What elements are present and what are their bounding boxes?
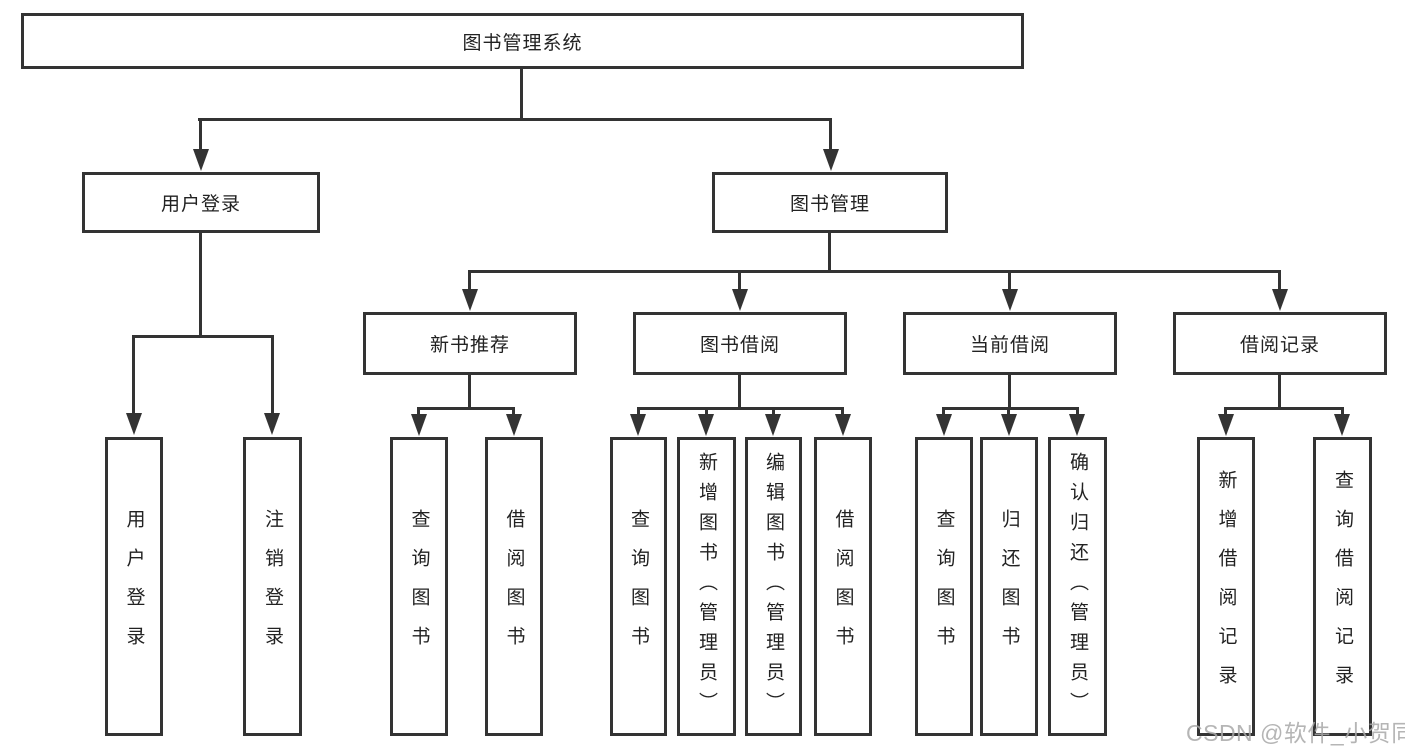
arrow-down-icon: [835, 414, 851, 436]
arrow-down-icon: [411, 414, 427, 436]
connector-line: [942, 410, 945, 416]
arrow-down-icon: [1001, 414, 1017, 436]
arrow-down-icon: [1334, 414, 1350, 436]
connector-line: [942, 407, 1079, 410]
arrow-down-icon: [1069, 414, 1085, 436]
connector-line: [1341, 410, 1344, 416]
node-leaf-nbr-query-books: 查询图书: [390, 437, 448, 736]
connector-line: [1007, 410, 1010, 416]
node-leaf-bb-query-books: 查询图书: [610, 437, 667, 736]
node-root-system-label: 图书管理系统: [462, 32, 583, 54]
leaf-label: 借阅图书: [832, 508, 854, 665]
leaf-label: 编辑图书（管理员）: [763, 451, 784, 722]
arrow-down-icon: [264, 413, 280, 435]
leaf-label: 借阅图书: [503, 508, 525, 665]
node-book-borrowing-label: 图书借阅: [699, 335, 780, 356]
connector-line: [468, 270, 1281, 273]
connector-line: [520, 69, 523, 121]
connector-line: [829, 121, 832, 151]
arrow-down-icon: [936, 414, 952, 436]
node-root-system: 图书管理系统: [21, 13, 1024, 69]
arrow-down-icon: [630, 414, 646, 436]
connector-line: [772, 410, 775, 416]
connector-line: [199, 121, 202, 151]
arrow-down-icon: [765, 414, 781, 436]
arrow-down-icon: [1218, 414, 1234, 436]
connector-line: [417, 410, 420, 416]
connector-line: [1224, 410, 1227, 416]
connector-line: [512, 410, 515, 416]
connector-line: [738, 273, 741, 291]
node-book-borrowing: 图书借阅: [633, 312, 847, 375]
arrow-down-icon: [462, 289, 478, 311]
leaf-label: 查询图书: [933, 508, 955, 665]
connector-line: [271, 338, 274, 414]
connector-line: [1008, 375, 1011, 410]
connector-line: [132, 335, 274, 338]
arrow-down-icon: [193, 149, 209, 171]
node-leaf-cb-return-books: 归还图书: [980, 437, 1038, 736]
connector-line: [828, 233, 831, 273]
node-leaf-bb-add-books-admin: 新增图书（管理员）: [677, 437, 736, 736]
node-book-management: 图书管理: [712, 172, 948, 233]
node-leaf-bb-edit-books-admin: 编辑图书（管理员）: [745, 437, 802, 736]
node-leaf-br-query-record: 查询借阅记录: [1313, 437, 1372, 736]
leaf-label: 注销登录: [262, 508, 283, 665]
node-leaf-user-login: 用户登录: [105, 437, 163, 736]
node-leaf-br-add-record: 新增借阅记录: [1197, 437, 1255, 736]
connector-line: [199, 233, 202, 338]
connector-line: [1076, 410, 1079, 416]
node-current-borrowing-label: 当前借阅: [969, 335, 1050, 356]
arrow-down-icon: [506, 414, 522, 436]
connector-line: [1278, 375, 1281, 410]
leaf-label: 确认归还（管理员）: [1067, 451, 1088, 722]
node-new-book-recommend-label: 新书推荐: [429, 335, 510, 356]
leaf-label: 用户登录: [123, 508, 145, 665]
connector-line: [468, 273, 471, 291]
node-book-management-label: 图书管理: [789, 194, 870, 215]
connector-line: [198, 118, 832, 121]
node-user-login: 用户登录: [82, 172, 320, 233]
node-leaf-nbr-borrow-books: 借阅图书: [485, 437, 543, 736]
connector-line: [132, 338, 135, 414]
arrow-down-icon: [732, 289, 748, 311]
connector-line: [1278, 273, 1281, 291]
node-borrowing-records-label: 借阅记录: [1239, 335, 1320, 356]
connector-line: [1008, 273, 1011, 291]
leaf-label: 新增借阅记录: [1215, 469, 1237, 704]
connector-line: [468, 375, 471, 410]
node-user-login-label: 用户登录: [160, 194, 241, 215]
connector-line: [841, 410, 844, 416]
leaf-label: 归还图书: [998, 508, 1020, 665]
connector-line: [738, 375, 741, 410]
leaf-label: 新增图书（管理员）: [696, 451, 717, 722]
leaf-label: 查询图书: [408, 508, 430, 665]
node-borrowing-records: 借阅记录: [1173, 312, 1387, 375]
arrow-down-icon: [1272, 289, 1288, 311]
csdn-watermark: CSDN @软件_小贺同学: [1186, 720, 1405, 746]
leaf-label: 查询借阅记录: [1332, 469, 1353, 704]
arrow-down-icon: [126, 413, 142, 435]
connector-line: [705, 410, 708, 416]
leaf-label: 查询图书: [628, 508, 649, 665]
node-leaf-cb-query-books: 查询图书: [915, 437, 973, 736]
arrow-down-icon: [1002, 289, 1018, 311]
connector-line: [1224, 407, 1344, 410]
connector-line: [417, 407, 515, 410]
node-current-borrowing: 当前借阅: [903, 312, 1117, 375]
arrow-down-icon: [823, 149, 839, 171]
connector-line: [637, 410, 640, 416]
node-new-book-recommend: 新书推荐: [363, 312, 577, 375]
node-leaf-logout: 注销登录: [243, 437, 302, 736]
arrow-down-icon: [698, 414, 714, 436]
node-leaf-cb-confirm-return-admin: 确认归还（管理员）: [1048, 437, 1107, 736]
connector-line: [637, 407, 844, 410]
node-leaf-bb-borrow-books: 借阅图书: [814, 437, 872, 736]
